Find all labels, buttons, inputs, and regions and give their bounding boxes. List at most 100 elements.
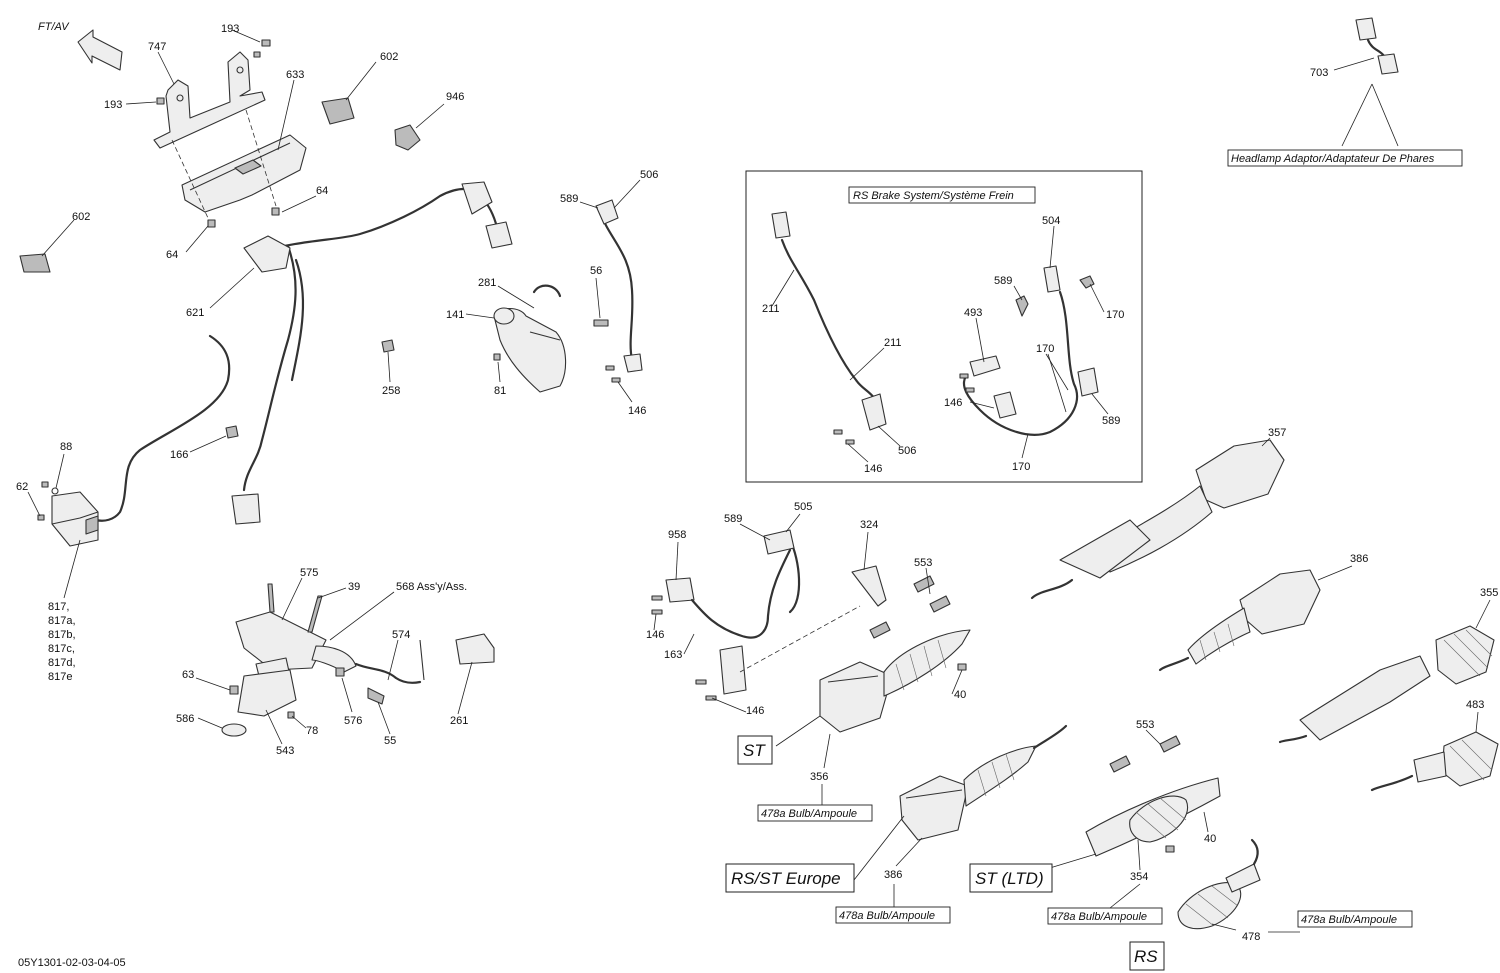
part-817e: 817e: [48, 671, 72, 683]
turn-signal-355: [1278, 625, 1495, 744]
part-146-top: 146: [628, 405, 646, 417]
part-703: 703: [1310, 67, 1328, 79]
part-357: 357: [1268, 427, 1286, 439]
bulb-354-label: 478a Bulb/Ampoule: [1051, 911, 1147, 923]
part-586: 586: [176, 713, 194, 725]
variant-st-box: [737, 735, 773, 765]
main-harness-621: [94, 181, 513, 525]
part-633: 633: [286, 69, 304, 81]
bracket-747: [153, 51, 266, 149]
part-55: 55: [384, 735, 396, 747]
part-40-ltd: 40: [1204, 833, 1216, 845]
part-506-inset: 506: [898, 445, 916, 457]
bolt-575: [267, 583, 275, 613]
screws-146-center: [651, 595, 663, 615]
part-211-right: 211: [884, 337, 902, 349]
part-575: 575: [300, 567, 318, 579]
part-62: 62: [16, 481, 28, 493]
bulb-478-box: [1297, 910, 1413, 928]
part-543: 543: [276, 745, 294, 757]
variant-st-ltd: ST (LTD): [975, 869, 1044, 888]
screw-81: [493, 353, 501, 361]
part-386-right: 386: [1350, 553, 1368, 565]
connector-cap-602: [321, 97, 355, 125]
front-arrow-icon: [77, 29, 123, 71]
bracket-324: [851, 565, 887, 607]
part-355: 355: [1480, 587, 1498, 599]
leader-lines: [27, 29, 1491, 933]
nut-193: [253, 51, 261, 58]
part-478: 478: [1242, 931, 1260, 943]
bulb-386-label: 478a Bulb/Ampoule: [839, 910, 935, 922]
bracket-261: [455, 633, 495, 665]
part-78: 78: [306, 725, 318, 737]
part-589-top: 589: [560, 193, 578, 205]
screws-146-bottom: [695, 679, 717, 701]
part-281: 281: [478, 277, 496, 289]
variant-rs-box: [1129, 941, 1165, 971]
inset-title: RS Brake System/Système Frein: [853, 190, 1014, 202]
part-602-left: 602: [72, 211, 90, 223]
bolt-39: [307, 595, 323, 633]
screw-64-left: [207, 219, 216, 228]
nut-63: [229, 685, 239, 695]
part-505: 505: [794, 501, 812, 513]
bulb-386-box: [835, 906, 951, 924]
connector-946: [394, 124, 421, 151]
part-483: 483: [1466, 699, 1484, 711]
variant-rs-st-europe: RS/ST Europe: [731, 869, 841, 888]
part-146-lower: 146: [864, 463, 882, 475]
screws-146-inset: [959, 373, 975, 393]
clip-576: [335, 667, 345, 677]
variant-rs-st-europe-box: [725, 863, 855, 893]
part-354: 354: [1130, 871, 1148, 883]
screw-64-right: [271, 207, 280, 216]
bulb-478-label: 478a Bulb/Ampoule: [1301, 914, 1397, 926]
turn-signal-354: [1085, 777, 1221, 857]
part-568: 568 Ass'y/Ass.: [396, 581, 467, 593]
connector-cap-602-left: [19, 253, 51, 273]
part-193-top: 193: [221, 23, 239, 35]
screws-146-lower: [833, 429, 855, 445]
sensor-harness-506: [598, 210, 634, 362]
part-506-top: 506: [640, 169, 658, 181]
part-504: 504: [1042, 215, 1060, 227]
part-81: 81: [494, 385, 506, 397]
part-553-ltd: 553: [1136, 719, 1154, 731]
headlamp-adaptor-703: [1355, 17, 1399, 75]
part-946: 946: [446, 91, 464, 103]
part-261: 261: [450, 715, 468, 727]
connector-553b: [869, 621, 891, 639]
screw-40-st: [957, 663, 967, 671]
connector-553: [913, 575, 951, 613]
turn-signal-478: [1177, 838, 1261, 930]
part-589-inset: 589: [994, 275, 1012, 287]
part-64-right: 64: [316, 185, 328, 197]
part-146-inset: 146: [944, 397, 962, 409]
headlamp-label-box: [1227, 149, 1463, 167]
motor-141: [493, 284, 567, 393]
inset-title-box: [848, 186, 1036, 204]
screw-40-ltd: [1165, 845, 1175, 853]
bulb-354-box: [1047, 907, 1163, 925]
part-817a: 817a,: [48, 615, 76, 627]
part-747: 747: [148, 41, 166, 53]
turn-signal-harness: [665, 529, 801, 695]
part-386-lower: 386: [884, 869, 902, 881]
clip-166: [225, 425, 239, 439]
part-576: 576: [344, 715, 362, 727]
inset-brake-frame: [745, 170, 1143, 483]
turn-signal-356: [819, 629, 971, 733]
sensor-589: [595, 199, 619, 225]
screw-88: [41, 481, 49, 488]
part-356: 356: [810, 771, 828, 783]
part-40-st: 40: [954, 689, 966, 701]
part-163: 163: [664, 649, 682, 661]
part-211-left: 211: [762, 303, 780, 315]
turn-signal-386-right: [1158, 569, 1321, 672]
part-166: 166: [170, 449, 188, 461]
screws-146: [605, 365, 621, 383]
turn-signal-357: [1030, 439, 1285, 600]
module-817: [51, 491, 99, 547]
part-589-right: 589: [1102, 415, 1120, 427]
